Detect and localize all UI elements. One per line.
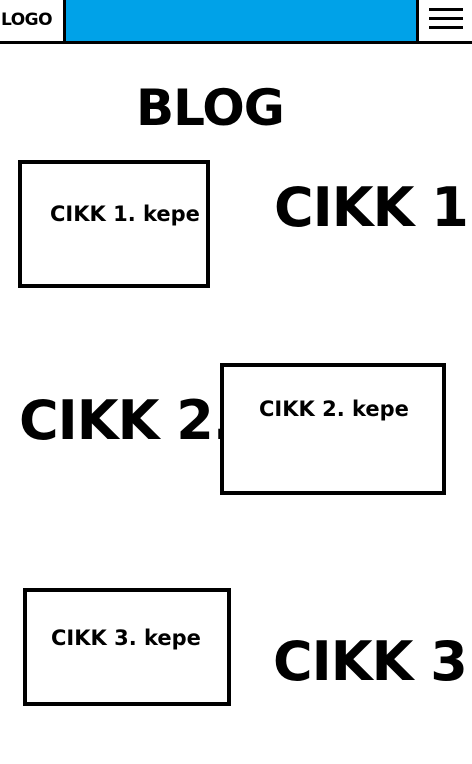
- hamburger-menu-icon: [429, 8, 465, 34]
- article-2-image[interactable]: CIKK 2. kepe: [220, 363, 446, 495]
- menu-button[interactable]: [416, 0, 472, 41]
- top-nav-bar: LOGO: [0, 0, 472, 44]
- article-3-title[interactable]: CIKK 3.: [273, 630, 472, 693]
- article-1-image-label: CIKK 1. kepe: [50, 202, 200, 226]
- page-title: BLOG: [136, 79, 285, 137]
- logo[interactable]: LOGO: [0, 0, 66, 41]
- article-1-title[interactable]: CIKK 1.: [274, 176, 472, 239]
- article-3-image-label: CIKK 3. kepe: [51, 626, 201, 650]
- article-1-image[interactable]: CIKK 1. kepe: [18, 160, 210, 288]
- article-2-image-label: CIKK 2. kepe: [259, 397, 409, 421]
- article-2-title[interactable]: CIKK 2.: [19, 389, 233, 452]
- article-3-image[interactable]: CIKK 3. kepe: [23, 588, 231, 706]
- logo-text: LOGO: [1, 10, 53, 30]
